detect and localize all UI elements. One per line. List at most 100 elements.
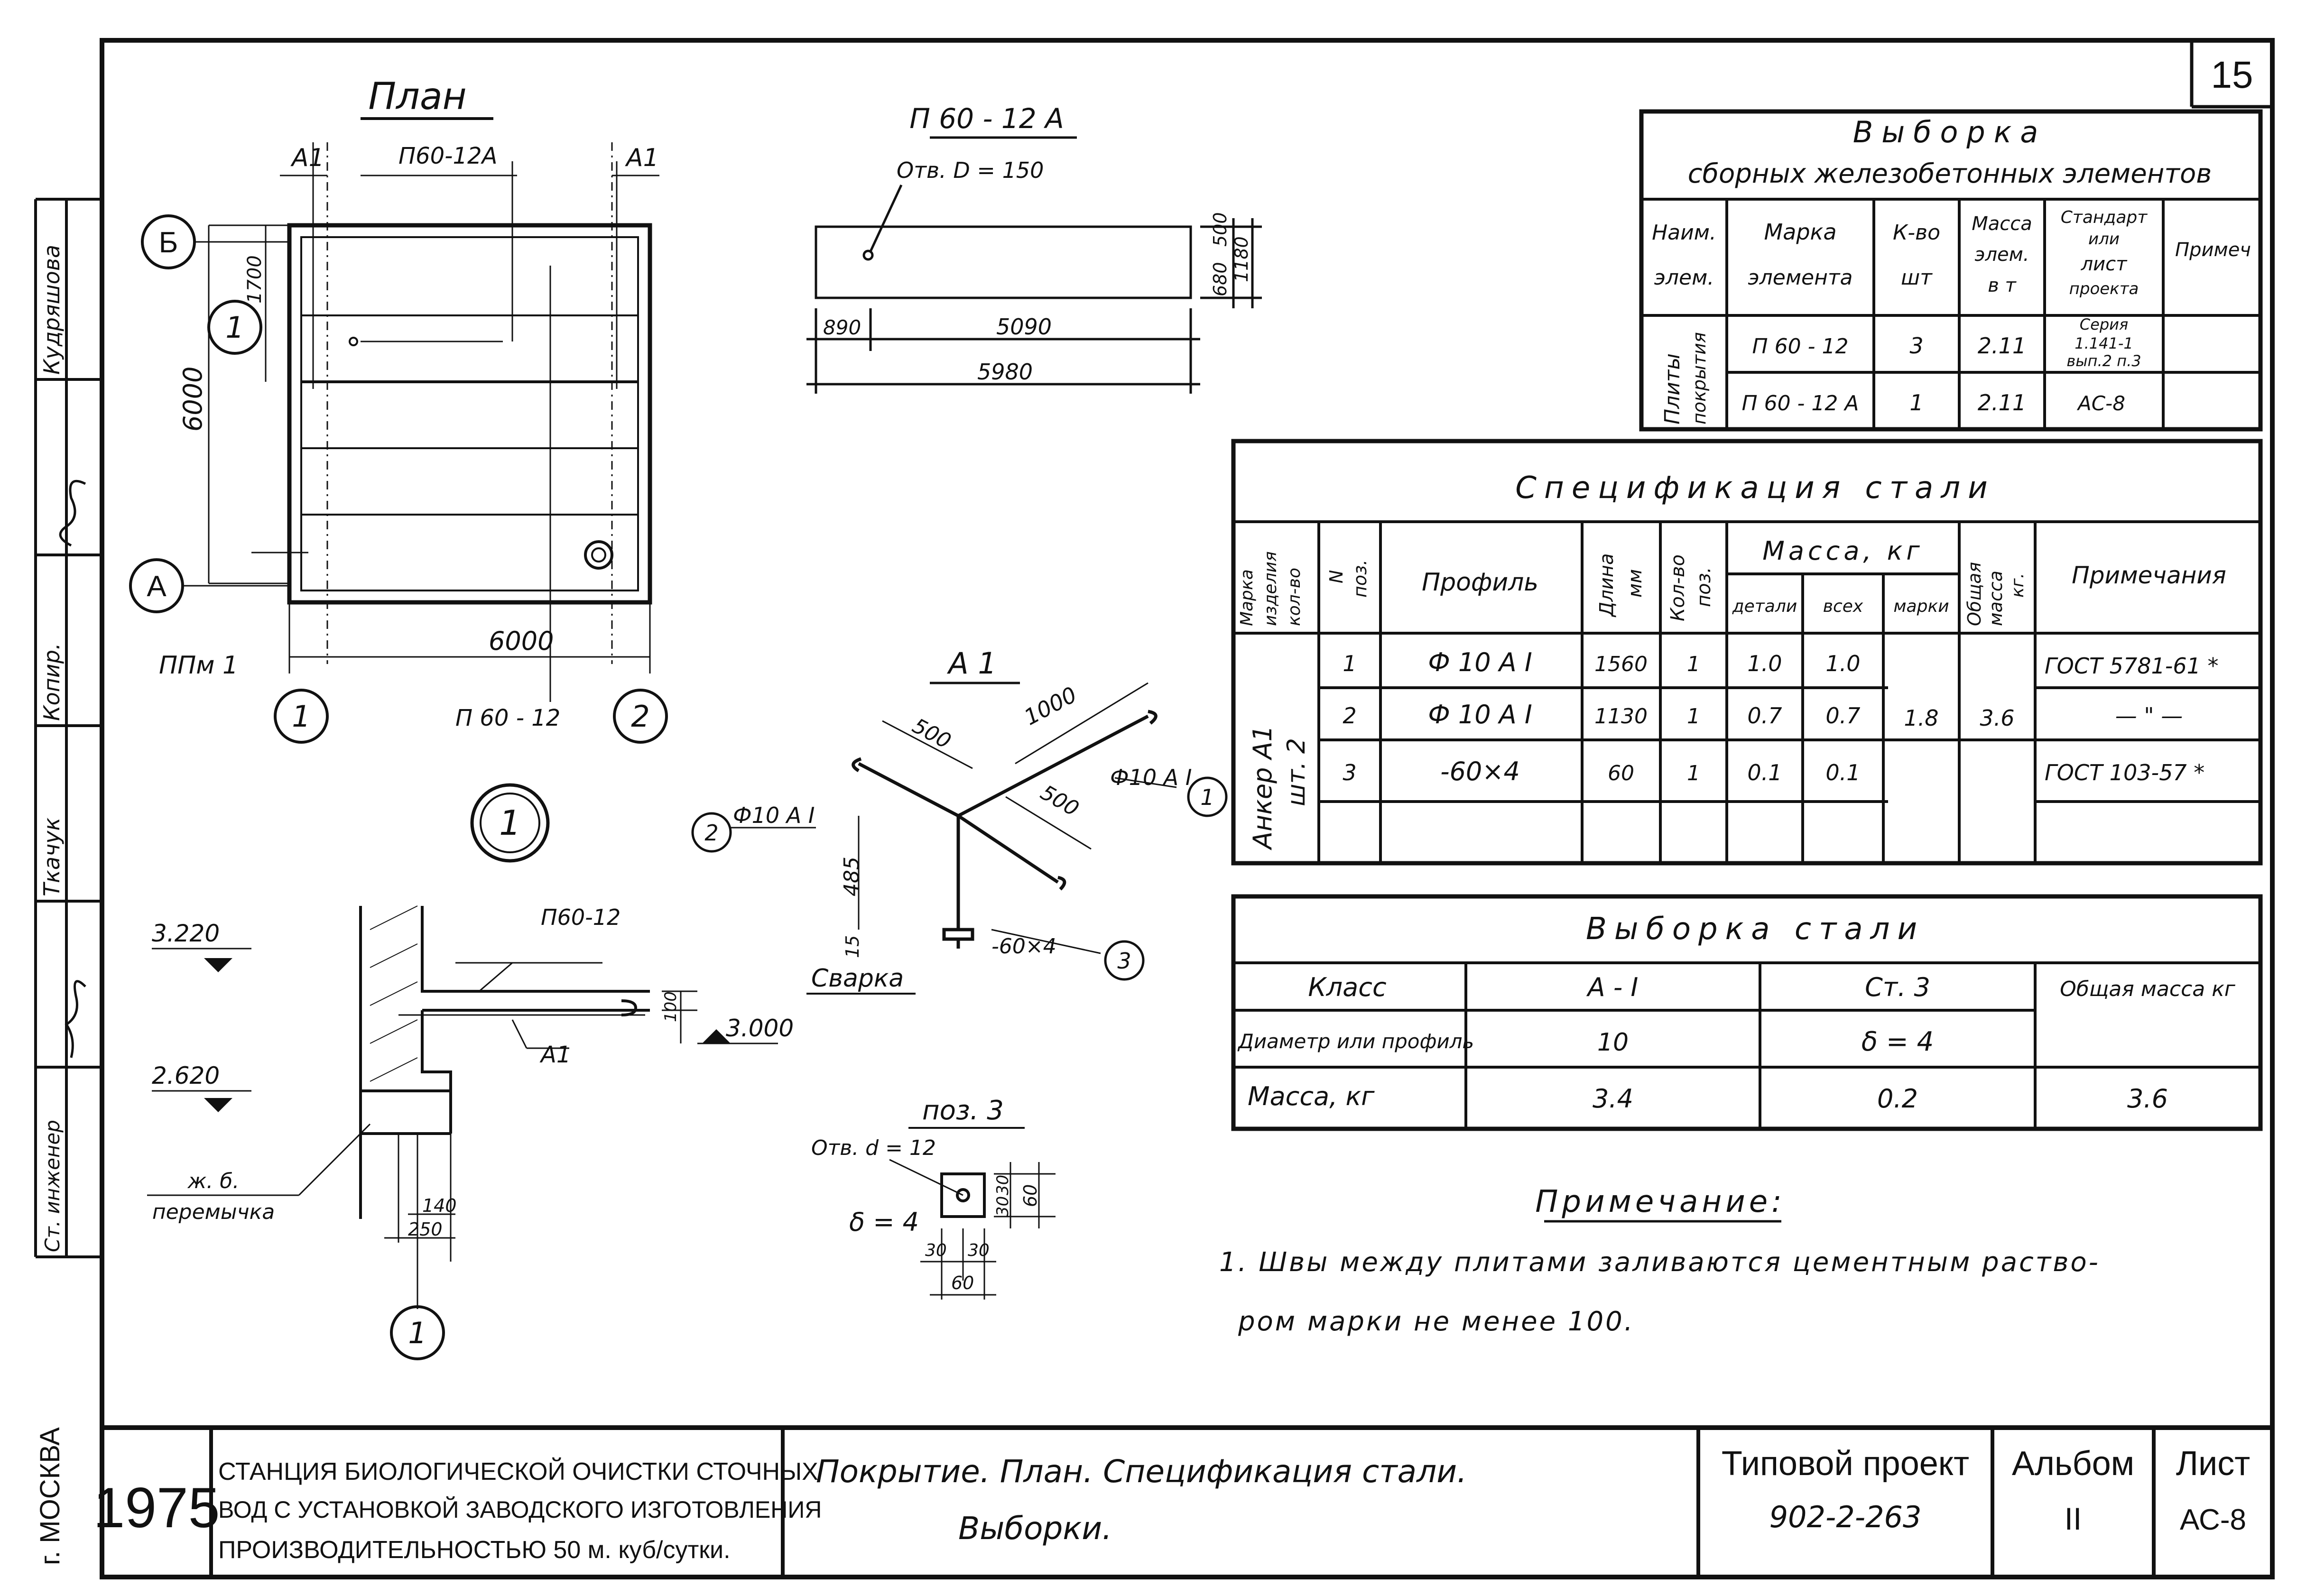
sel-h-std-3: лист — [2081, 253, 2128, 275]
sel-h-std-1: Стандарт — [2061, 208, 2148, 227]
anchor-dim-485: 485 — [840, 857, 864, 896]
anchor-weld: Сварка — [811, 964, 904, 993]
slab-dim-500: 500 — [1210, 212, 1231, 247]
stamp-senior-engineer: Ст. инженер — [41, 1120, 64, 1252]
spec-h-note: Примечания — [2072, 562, 2226, 589]
slab-dim-1180: 1180 — [1231, 236, 1252, 282]
note-line-2: ром марки не менее 100. — [1238, 1306, 1635, 1337]
slab-dim-890: 890 — [823, 316, 861, 339]
sel-r1-std-3: вып.2 п.3 — [2066, 352, 2141, 370]
slab-drawing — [806, 184, 1262, 394]
spec-r1-length: 1560 — [1594, 652, 1648, 676]
spec-h-total-3: кг. — [2008, 573, 2028, 598]
spec-h-mark-2: изделия — [1261, 551, 1280, 626]
pos3-dim-30a: 30 — [925, 1241, 947, 1260]
spec-r3-length: 60 — [1608, 761, 1634, 785]
stamp-kudryashova: Кудряшова — [39, 245, 65, 375]
section-elev-2620: 2.620 — [152, 1062, 220, 1089]
slab-dim-5980: 5980 — [977, 359, 1033, 385]
stamp-tkachuk: Ткачук — [39, 818, 65, 896]
spec-r2-length: 1130 — [1594, 704, 1648, 729]
sel-group-2: покрытия — [1689, 332, 1710, 424]
sel-r2-qty: 1 — [1909, 390, 1923, 415]
ssel-class-label: Класс — [1308, 972, 1386, 1002]
anchor-pos2-label: Ф10 А I — [733, 803, 815, 828]
spec-total-value: 3.6 — [1980, 705, 2014, 731]
sel-h-std-4: проекта — [2069, 279, 2139, 298]
spec-r3-all: 0.1 — [1825, 760, 1860, 785]
sel-r2-std: АС-8 — [2076, 392, 2125, 415]
sel-h-qty-2: шт — [1901, 266, 1933, 290]
anchor-dims — [858, 682, 1177, 954]
section-dim-140: 140 — [422, 1195, 457, 1216]
section-dim-250: 250 — [408, 1219, 443, 1240]
section-callout-inner — [480, 793, 540, 853]
axis-1-label: 1 — [292, 699, 310, 734]
spec-h-length-2: мм — [1624, 569, 1646, 598]
spec-group-1: Анкер А1 — [1248, 725, 1278, 850]
ssel-diam-st3: δ = 4 — [1862, 1026, 1934, 1057]
section-elevation-marks — [204, 958, 731, 1112]
title-album-value: II — [2065, 1501, 2082, 1536]
plan-label-ppm1: ППм 1 — [159, 651, 238, 680]
sel-h-mass-3: в т — [1988, 275, 2017, 296]
title-project-line-1: СТАНЦИЯ БИОЛОГИЧЕСКОЙ ОЧИСТКИ СТОЧНЫХ — [218, 1458, 818, 1485]
slab-hole-note: Отв. D = 150 — [897, 157, 1044, 183]
anchor-pos1-label: Ф10 А I — [1110, 765, 1192, 790]
spec-h-pos-2: поз. — [1350, 560, 1371, 598]
ssel-mass-st3: 0.2 — [1877, 1084, 1918, 1114]
section-drawing — [147, 905, 778, 1309]
sel-r1-mark: П 60 - 12 — [1752, 334, 1849, 359]
spec-r1-profile: Ф 10 А I — [1428, 647, 1532, 677]
axis-b-label: Б — [159, 226, 178, 259]
plan-section-callout — [207, 300, 262, 355]
sheet-frame — [100, 38, 2275, 1579]
spec-r1-all: 1.0 — [1825, 651, 1860, 676]
title-sheet-line-2: Выборки. — [958, 1510, 1112, 1547]
anchor-pos2: 2 — [704, 820, 718, 846]
spec-r2-qty: 1 — [1687, 704, 1700, 729]
spec-r2-note: — " — — [2115, 703, 2183, 729]
spec-h-length-1: Длина — [1596, 554, 1618, 618]
section-lintel-2: перемычка — [152, 1200, 275, 1224]
sel-h-mass-2: элем. — [1974, 244, 2029, 266]
plan-title: План — [368, 75, 466, 118]
spec-h-mass-detail: детали — [1732, 597, 1797, 616]
spec-r3-pos: 3 — [1343, 760, 1356, 785]
section-callout-label: 1 — [499, 803, 521, 843]
spec-h-total-1: Общая — [1964, 562, 1985, 626]
plan-label-p60-12a: П60-12А — [398, 143, 497, 169]
steel-spec-table — [1231, 439, 2263, 866]
section-bottom-callout-label: 1 — [408, 1316, 426, 1350]
spec-r3-detail: 0.1 — [1747, 760, 1782, 785]
anchor-pos2-bubble — [691, 812, 732, 853]
spec-h-mass-group: Масса, кг — [1762, 536, 1923, 566]
note-line-1: 1. Швы между плитами заливаются цементны… — [1219, 1247, 2100, 1278]
spec-h-total-2: масса — [1985, 571, 2006, 626]
section-callout-ring — [470, 783, 550, 863]
anchor-pos1-bubble — [1187, 776, 1228, 817]
pos3-dim-30d: 30 — [993, 1196, 1012, 1217]
slab-title: П 60 - 12 А — [909, 102, 1064, 135]
spec-r2-detail: 0.7 — [1747, 703, 1782, 729]
title-typical-label: Типовой проект — [1722, 1445, 1969, 1483]
ssel-total-label: Общая масса кг — [2060, 977, 2236, 1001]
sel-h-name-2: элем. — [1654, 266, 1714, 290]
sel-h-mark-1: Марка — [1764, 219, 1836, 245]
axis-a-label: А — [147, 570, 167, 603]
sel-elements-subtitle: сборных железобетонных элементов — [1688, 158, 2212, 189]
sel-r1-std-2: 1.141-1 — [2075, 334, 2133, 352]
sel-r1-mass: 2.11 — [1978, 333, 2026, 359]
side-stamp — [34, 198, 102, 1258]
sel-h-mark-2: элемента — [1748, 266, 1853, 290]
sel-h-name-1: Наим. — [1652, 221, 1716, 245]
plan-dim-6000-horizontal: 6000 — [489, 626, 554, 656]
title-sheet-label: Лист — [2176, 1445, 2250, 1483]
pos3-title: поз. 3 — [922, 1095, 1004, 1126]
sel-h-note: Примеч — [2175, 239, 2251, 261]
pos3-dim-60b: 60 — [1020, 1184, 1041, 1207]
ssel-diam-label: Диаметр или профиль — [1237, 1030, 1474, 1053]
title-sheet-line-1: Покрытие. План. Спецификация стали. — [816, 1453, 1467, 1490]
sel-h-mass-1: Масса — [1972, 213, 2032, 235]
spec-mass-mark-value: 1.8 — [1904, 705, 1938, 731]
